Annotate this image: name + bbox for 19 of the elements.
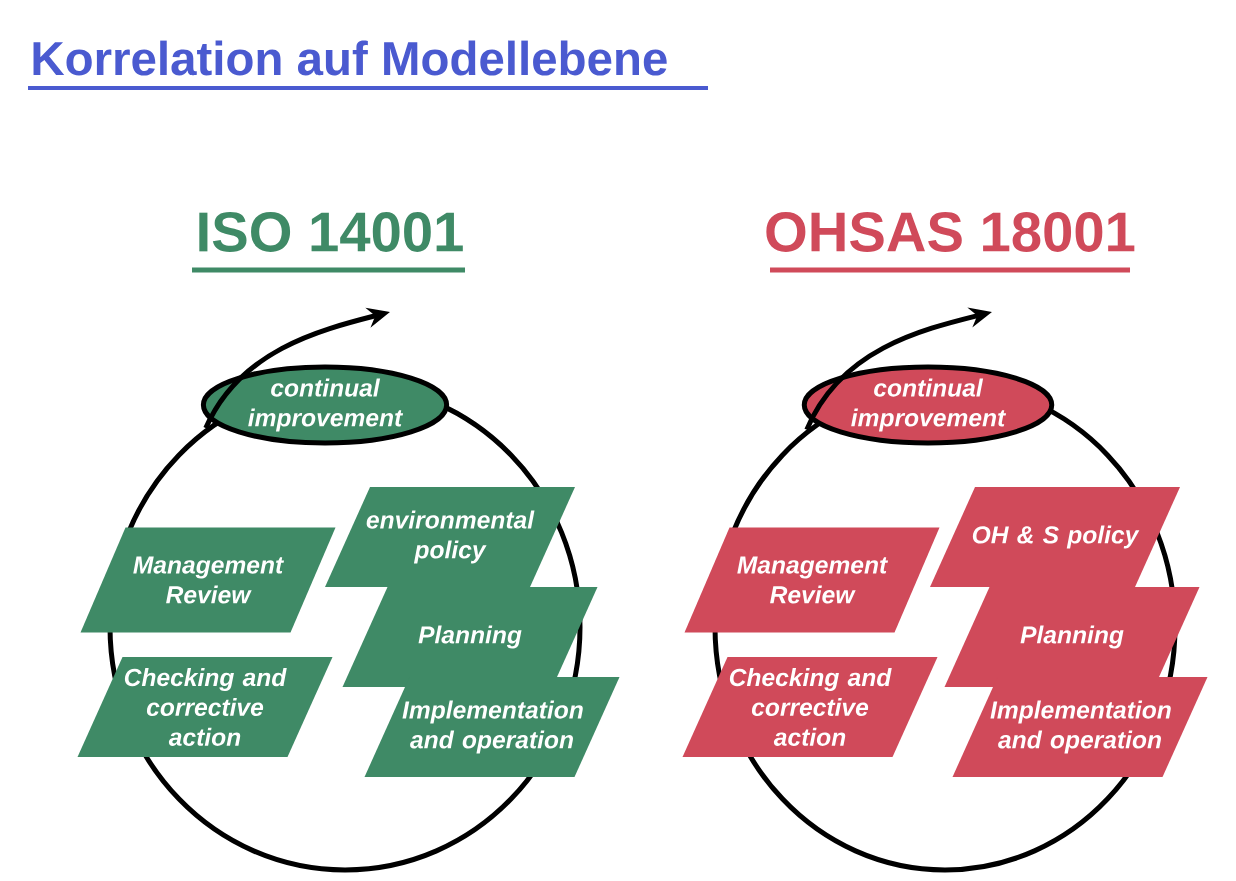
node-label: Implementation and operation bbox=[402, 700, 583, 754]
heading: ISO 14001 bbox=[199, 212, 463, 252]
step-parallelogram: Planning bbox=[342, 587, 598, 687]
step-parallelogram: Planning bbox=[944, 587, 1200, 687]
step-parallelogram: environmental policy bbox=[325, 487, 575, 587]
step-parallelogram: OH & S policy bbox=[930, 487, 1180, 587]
node-label: Planning bbox=[1020, 625, 1124, 649]
node-label: Implementation and operation bbox=[990, 700, 1171, 754]
node-label: OH & S policy bbox=[972, 525, 1140, 549]
step-parallelogram: Checking and corrective action bbox=[682, 657, 938, 757]
node-label: environmental policy bbox=[366, 510, 535, 564]
step-parallelogram: Checking and corrective action bbox=[77, 657, 333, 757]
step-parallelogram: Management Review bbox=[684, 527, 940, 633]
heading: OHSAS 18001 bbox=[766, 212, 1135, 252]
step-parallelogram: Management Review bbox=[80, 527, 336, 633]
step-parallelogram: Implementation and operation bbox=[364, 677, 620, 777]
node-label: Planning bbox=[418, 625, 522, 649]
step-parallelogram: Implementation and operation bbox=[952, 677, 1208, 777]
title: Korrelation auf Modellebene bbox=[33, 40, 667, 76]
